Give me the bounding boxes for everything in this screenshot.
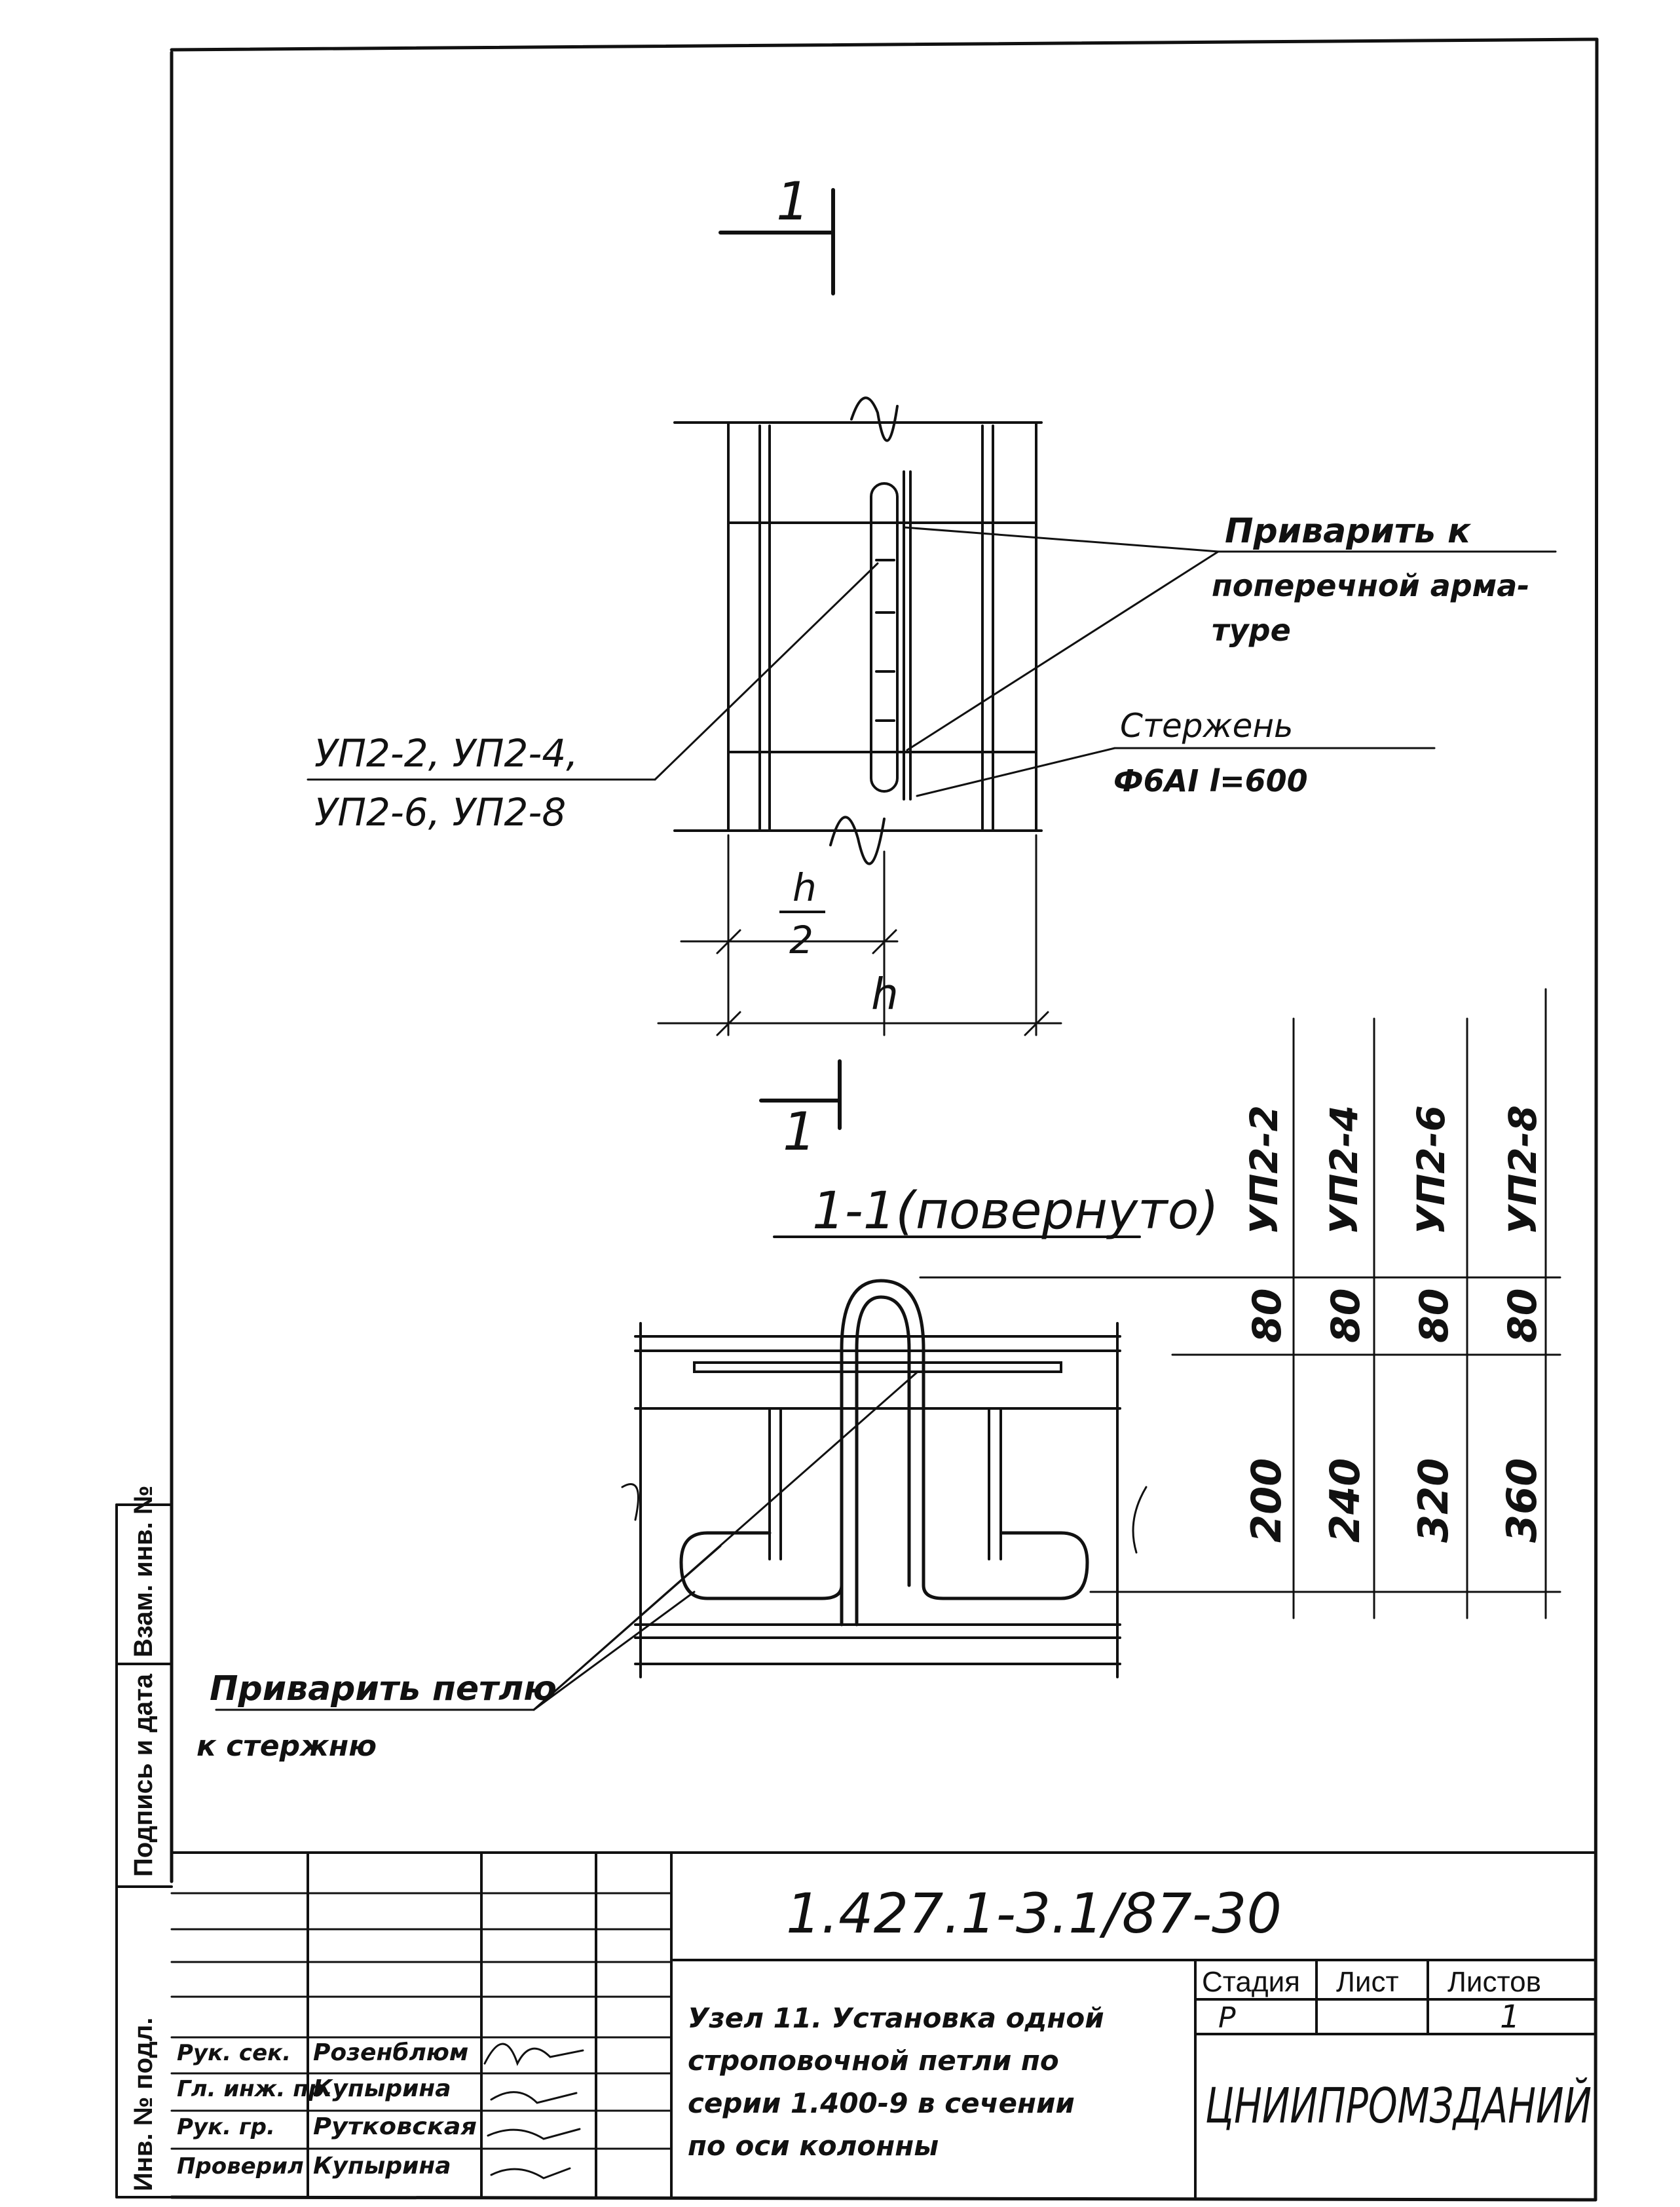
table-row1-2: 80 [1323,1289,1369,1344]
role-4: Проверил [177,2153,304,2179]
name-3: Рутковская [313,2113,477,2140]
dim-half-numerator: h [793,865,817,910]
role-1: Рук. сек. [177,2040,291,2066]
organization-name: ЦНИИПРОМЗДАНИЙ [1205,2077,1592,2134]
side-stamp-podpis: Подпись и дата [129,1673,158,1877]
section-mark-bottom [759,1059,842,1130]
frame-top [170,37,1599,52]
description-line-2: строповочной петли по [688,2045,1059,2077]
table-header-3: УП2-6 [1409,1105,1453,1235]
dim-full: h [871,969,899,1019]
side-stamp-inv-podl: Инв. № подл. [129,2018,158,2191]
callout-marks-1: УП2-2, УП2-4, [314,731,578,776]
document-code: 1.427.1-3.1/87-30 [786,1881,1282,1946]
frame-bottom [170,2195,1597,2202]
callout-weld-loop-1: Приварить петлю [210,1669,557,1708]
dimension-lines [657,834,1062,1036]
stage-value: Р [1218,2001,1236,2035]
section-column [634,1322,1121,1678]
callout-rod-2: Ф6АI l=600 [1113,763,1308,799]
stage-label: Стадия [1202,1966,1300,1998]
role-2: Гл. инж. пр. [177,2076,333,2102]
column-rebars-plan [673,421,1043,832]
role-3: Рук. гр. [177,2114,275,2140]
callout-marks-2: УП2-6, УП2-8 [314,790,566,835]
description-line-3: серии 1.400-9 в сечении [688,2087,1075,2119]
dimension-table-grid [1171,988,1561,1619]
table-header-4: УП2-8 [1501,1105,1545,1235]
loop-and-rod-plan [829,396,912,865]
table-header-2: УП2-4 [1322,1105,1366,1235]
dim-half-denominator: 2 [789,918,813,962]
leaders-section [215,1276,1561,1711]
callout-weld-transverse-1: Приварить к [1225,512,1472,551]
table-row2-4: 360 [1498,1458,1546,1543]
table-row2-2: 240 [1321,1458,1369,1543]
name-2: Купырина [313,2075,451,2102]
callout-weld-transverse-2: поперечной арма- [1212,568,1529,603]
table-row1-4: 80 [1500,1289,1546,1344]
table-header-1: УП2-2 [1242,1105,1286,1235]
section-title: 1-1(повернуто) [812,1182,1219,1241]
frame-right [1594,37,1599,2202]
table-row2-1: 200 [1242,1458,1290,1543]
table-row2-3: 320 [1409,1458,1457,1543]
section-mark-top-label: 1 [776,171,810,232]
description-line-4: по оси колонны [688,2130,939,2162]
section-mark-top [719,188,835,295]
sheet-label: Лист [1336,1966,1399,1998]
callout-weld-loop-2: к стержню [196,1729,377,1763]
table-row1-1: 80 [1244,1289,1290,1344]
callout-rod-1: Стержень [1120,707,1294,745]
section-mark-bottom-label: 1 [783,1101,816,1162]
name-1: Розенблюм [313,2039,468,2066]
callout-weld-transverse-3: туре [1212,613,1291,648]
lifting-loop-section [679,1279,1089,1627]
signatures [483,2043,584,2179]
name-4: Купырина [313,2153,451,2179]
sheets-label: Листов [1447,1966,1541,1998]
description-line-1: Узел 11. Установка одной [688,2002,1104,2034]
sheets-value: 1 [1500,1999,1520,2035]
side-stamp-vzam: Взам. инв. № [129,1486,158,1657]
table-row1-3: 80 [1411,1289,1457,1344]
side-stamp-grid [115,1503,173,2198]
title-block-grid [170,1851,1597,2198]
leaders-plan [307,526,1557,797]
